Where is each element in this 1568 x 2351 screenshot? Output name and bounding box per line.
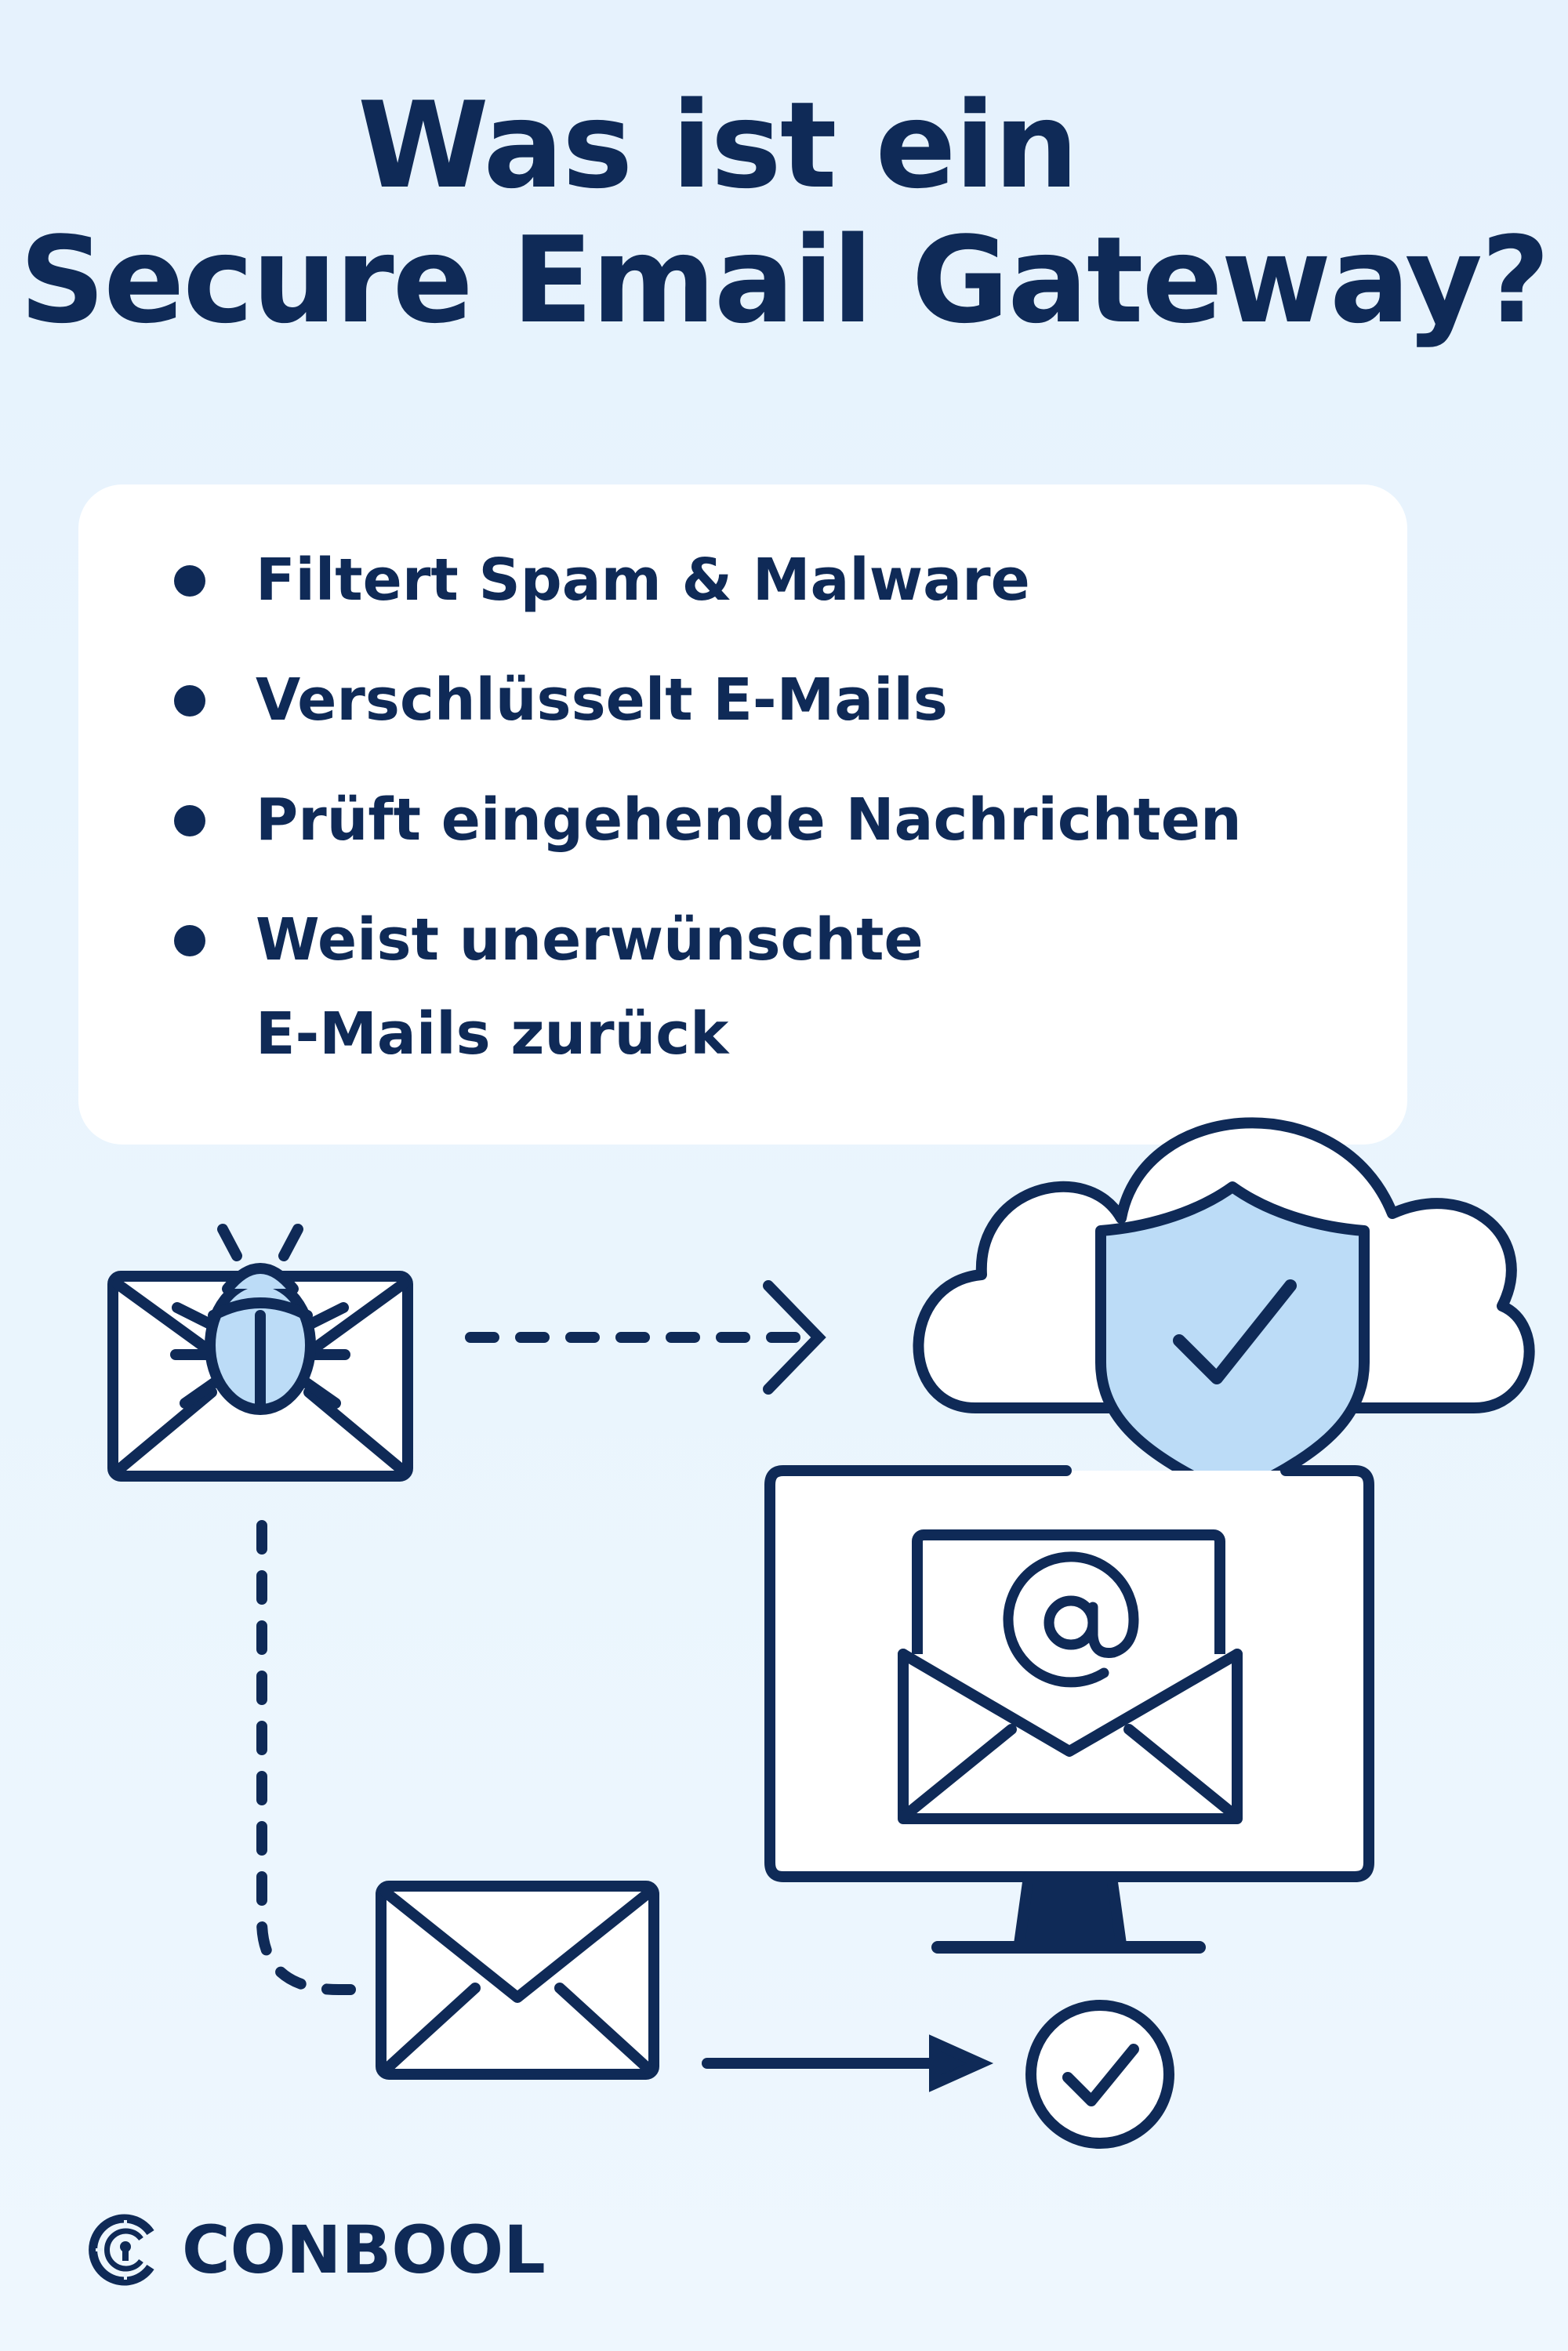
dashed-arrow-down-icon [256, 1520, 360, 1995]
bullet-dot [174, 565, 205, 597]
bullet-dot [174, 805, 205, 836]
feature-text: Weist unerwünschte E-Mails zurück [256, 906, 924, 1068]
cloud-shield-check-icon [913, 1117, 1535, 1501]
arrow-right-icon [702, 2034, 994, 2092]
check-circle-icon [1025, 2000, 1174, 2149]
feature-item: Filtert Spam & Malware [78, 533, 1407, 627]
brand-name: CONBOOL [182, 2211, 546, 2288]
at-sign-icon [1003, 1551, 1139, 1688]
feature-item: Weist unerwünschte E-Mails zurück [78, 893, 1407, 1081]
title-line-1: Was ist ein [358, 76, 1079, 215]
title-line-2: Secure Email Gateway? [19, 210, 1550, 350]
monitor-email-at-icon [764, 1465, 1374, 1954]
feature-text: Verschlüsselt E-Mails [256, 666, 948, 734]
clean-email-icon [376, 1881, 659, 2080]
bullet-dot [174, 925, 205, 956]
feature-text: Prüft eingehende Nachrichten [256, 786, 1242, 854]
bug-email-icon [107, 1224, 413, 1482]
conbool-logo: CONBOOL [86, 2207, 546, 2293]
feature-item: Prüft eingehende Nachrichten [78, 773, 1407, 867]
dashed-arrow-right-icon [465, 1280, 826, 1395]
conbool-logo-icon [89, 2214, 154, 2286]
feature-item: Verschlüsselt E-Mails [78, 653, 1407, 747]
feature-list: Filtert Spam & Malware Verschlüsselt E-M… [78, 533, 1407, 1107]
bullet-dot [174, 685, 205, 717]
feature-card: Filtert Spam & Malware Verschlüsselt E-M… [78, 484, 1407, 1145]
bug-icon [170, 1224, 350, 1415]
feature-text: Filtert Spam & Malware [256, 546, 1030, 614]
page-title: Was ist ein Secure Email Gateway? [0, 78, 1568, 348]
